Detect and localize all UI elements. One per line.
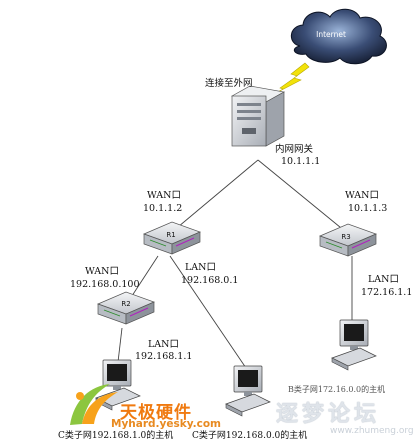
tianji-logo-icon [70,384,118,425]
link-gateway-r1 [171,159,259,233]
gateway-server-icon [230,85,286,147]
tianji-watermark-title: 天极硬件 [120,403,192,423]
right-host-label: B类子网172.16.0.0的主机 [288,385,386,394]
gateway-title: 连接至外网 [205,78,253,89]
middle-host-computer-icon [225,365,271,417]
router-r3-icon: R3 [319,223,377,257]
router-r2-icon: R2 [97,291,155,325]
router-r1-name: R1 [166,231,175,239]
r3-wan-ip: 10.1.1.3 [348,203,388,214]
r3-lan-label: LAN口 [368,274,399,285]
r1-wan-ip: 10.1.1.2 [143,203,183,214]
r1-lan-ip: 192.168.0.1 [181,275,239,286]
right-host-computer-icon [331,319,377,371]
r1-wan-label: WAN口 [147,190,181,201]
router-r2-name: R2 [121,300,130,308]
r3-wan-label: WAN口 [345,190,379,201]
router-r1-icon: R1 [143,221,201,255]
left-host-label: C类子网192.168.1.0的主机 [58,431,174,441]
tianji-watermark-url: Myhard.yesky.com [111,418,221,430]
internet-label: Internet [316,30,346,39]
zhumeng-watermark-title: 逐梦论坛 [276,401,381,427]
r2-wan-ip: 192.168.0.100 [70,279,140,290]
gateway-inner-ip: 10.1.1.1 [281,156,321,167]
router-r3-name: R3 [341,233,350,241]
link-r2-left-host [117,327,123,363]
link-r1-middle-host [169,255,247,369]
lightning-icon [273,62,310,95]
internet-cloud: Internet [290,8,387,65]
gateway-inner-label: 内网网关 [275,144,314,155]
link-gateway-r3 [257,159,347,233]
r2-wan-label: WAN口 [85,266,119,277]
zhumeng-watermark-url: www.zhumeng.org [330,426,413,436]
r2-lan-label: LAN口 [148,339,179,350]
middle-host-label: C类子网192.168.0.0的主机 [192,431,308,441]
r1-lan-label: LAN口 [185,262,216,273]
r3-lan-ip: 172.16.1.1 [361,287,413,298]
r2-lan-ip: 192.168.1.1 [135,351,193,362]
connection-lines [117,159,353,369]
left-host-computer-icon [95,359,141,411]
